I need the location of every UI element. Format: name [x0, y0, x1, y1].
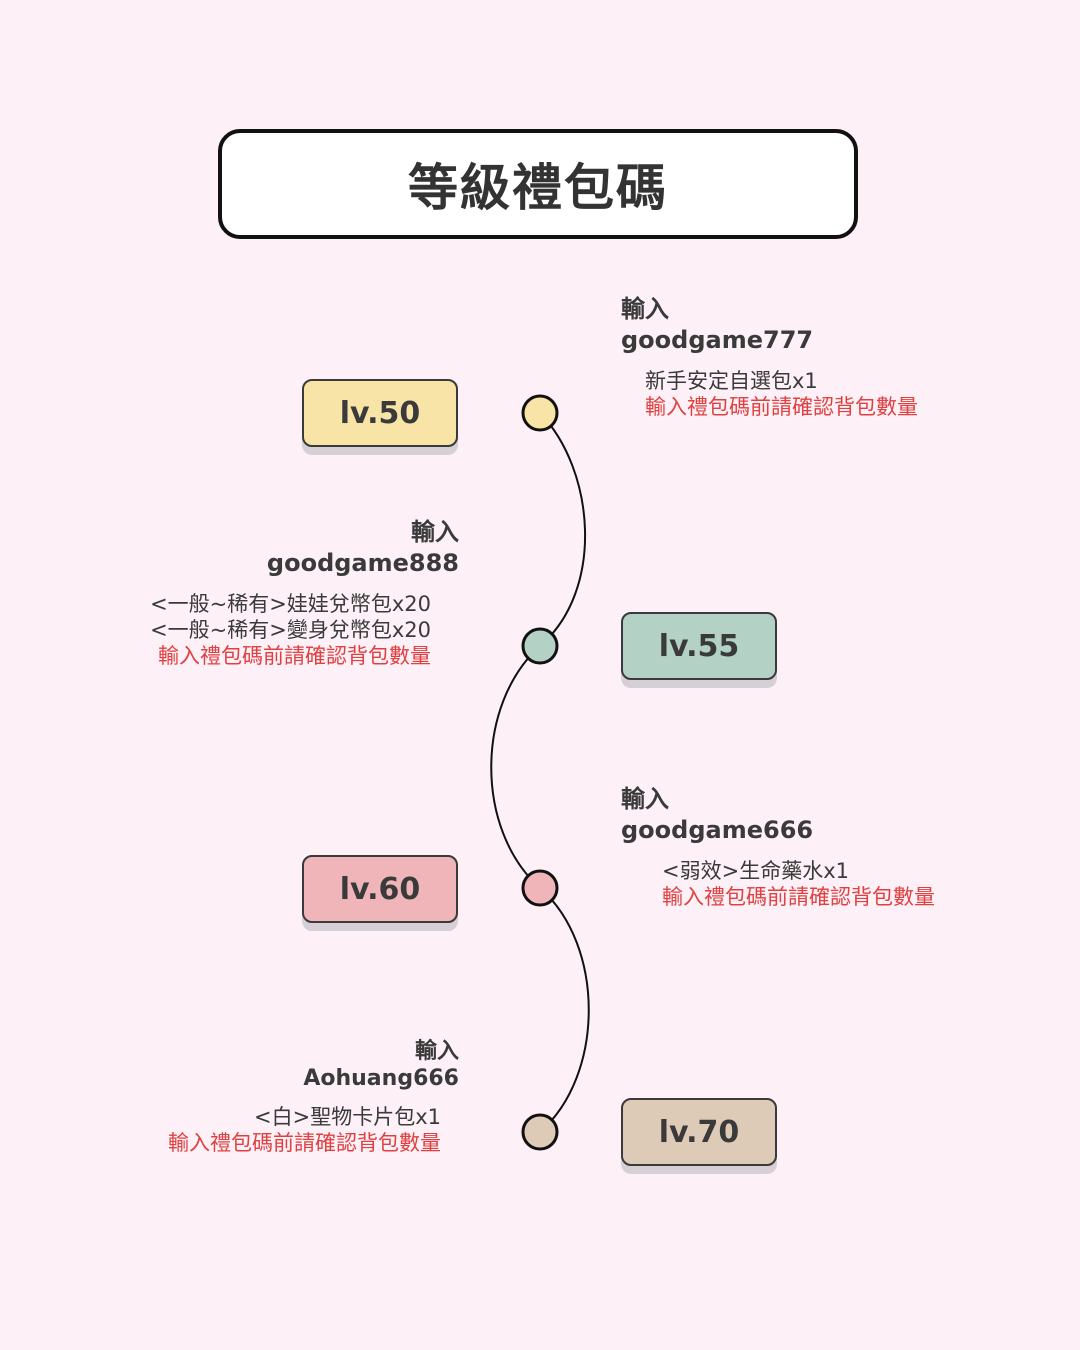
timeline-node-lv55 — [521, 627, 559, 665]
level-badge-label: lv.60 — [339, 871, 421, 907]
entry-lv50: 輸入 goodgame777 新手安定自選包x1 輸入禮包碼前請確認背包數量 — [621, 294, 918, 420]
level-badge-lv60: lv.60 — [302, 855, 458, 923]
reward-item: <白>聖物卡片包x1 — [254, 1105, 441, 1129]
input-label: 輸入 — [414, 1039, 459, 1064]
level-badge-lv70: lv.70 — [621, 1098, 777, 1166]
entry-lv55: 輸入 goodgame888 <一般~稀有>娃娃兌幣包x20 <一般~稀有>變身… — [150, 517, 459, 669]
gift-code[interactable]: goodgame888 — [266, 549, 459, 577]
gift-code[interactable]: Aohuang666 — [303, 1066, 459, 1091]
reward-item: <弱效>生命藥水x1 — [662, 859, 849, 883]
timeline-node-lv50 — [521, 394, 559, 432]
page-title: 等級禮包碼 — [408, 159, 668, 217]
entry-lv60: 輸入 goodgame666 <弱效>生命藥水x1 輸入禮包碼前請確認背包數量 — [621, 784, 935, 910]
timeline-node-lv70 — [521, 1113, 559, 1151]
reward-item: <一般~稀有>變身兌幣包x20 — [150, 618, 431, 642]
input-label: 輸入 — [621, 785, 669, 813]
level-badge-label: lv.55 — [658, 628, 740, 664]
input-label: 輸入 — [411, 518, 459, 546]
level-badge-label: lv.70 — [658, 1114, 740, 1150]
timeline-curve — [490, 412, 590, 1133]
gift-code[interactable]: goodgame666 — [621, 816, 814, 844]
level-badge-label: lv.50 — [339, 395, 421, 431]
title-box: 等級禮包碼 — [218, 129, 858, 239]
reward-item: 新手安定自選包x1 — [645, 369, 818, 393]
entry-lv70: 輸入 Aohuang666 <白>聖物卡片包x1 輸入禮包碼前請確認背包數量 — [168, 1038, 459, 1156]
warning-note: 輸入禮包碼前請確認背包數量 — [158, 644, 431, 668]
level-badge-lv50: lv.50 — [302, 379, 458, 447]
reward-item: <一般~稀有>娃娃兌幣包x20 — [150, 592, 431, 616]
level-badge-lv55: lv.55 — [621, 612, 777, 680]
warning-note: 輸入禮包碼前請確認背包數量 — [662, 885, 935, 909]
input-label: 輸入 — [621, 295, 669, 323]
warning-note: 輸入禮包碼前請確認背包數量 — [645, 395, 918, 419]
gift-code[interactable]: goodgame777 — [621, 326, 814, 354]
warning-note: 輸入禮包碼前請確認背包數量 — [168, 1131, 441, 1155]
timeline-node-lv60 — [521, 869, 559, 907]
